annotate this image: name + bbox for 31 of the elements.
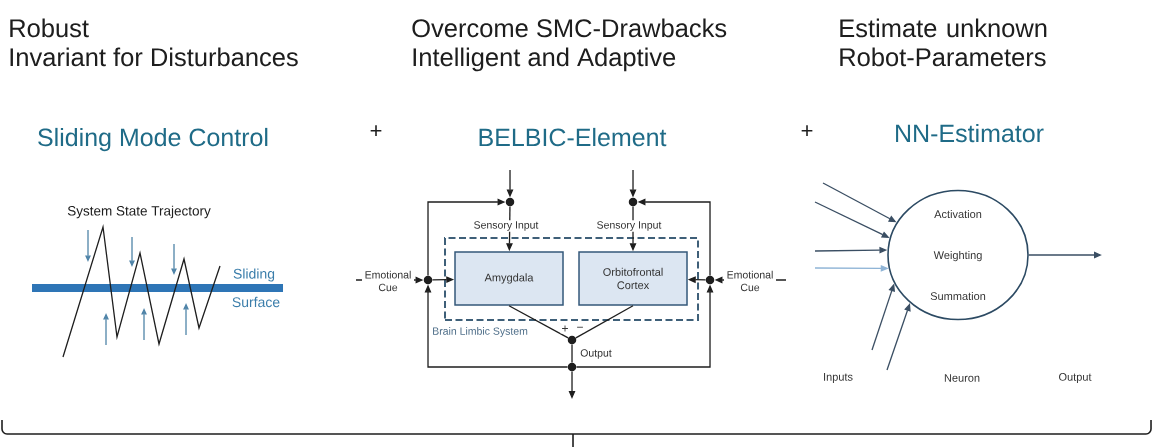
caption-text: Output <box>1059 373 1092 383</box>
feature-text: Robust <box>10 18 89 38</box>
process-box: Amygdala <box>454 251 564 306</box>
neuron-text: Weighting <box>933 250 982 262</box>
neuron-text: Activation <box>934 209 982 219</box>
feature-text: Invariant for Disturbances <box>10 47 298 67</box>
section-title: BELBIC-Element <box>479 127 667 147</box>
edge-label: Output <box>579 348 613 360</box>
group-label: Brain Limbic System <box>433 327 528 337</box>
surface-label: Sliding <box>233 268 275 282</box>
feature-text: Estimate unknown Robot-Parameters <box>840 18 1047 67</box>
feature-text: Intelligent and Adaptive <box>413 47 676 72</box>
surface-label: Surface <box>232 296 280 308</box>
edge-label: Emotional Cue <box>724 269 776 293</box>
feature-text: Overcome SMC-Drawbacks <box>412 18 727 38</box>
edge-label: Sensory Input <box>595 220 663 232</box>
edge-label: Emotional Cue <box>362 269 414 293</box>
neuron-text: Summation <box>930 291 986 301</box>
caption-text: Inputs <box>824 373 853 383</box>
connector-line <box>571 343 573 364</box>
edge-label: − <box>575 325 585 333</box>
edge-label: Sensory Input <box>472 220 540 232</box>
plus-sign: + <box>801 125 813 137</box>
plus-sign: + <box>370 125 382 137</box>
edge-label: + <box>560 324 570 334</box>
caption-text: Neuron <box>944 374 980 382</box>
neuron-circle <box>887 189 1029 321</box>
section-title: NN-Estimator <box>896 123 1044 143</box>
process-box: Orbitofrontal Cortex <box>578 251 688 306</box>
trajectory-label: System State Trajectory <box>67 205 211 219</box>
section-title: Sliding Mode Control <box>38 127 268 152</box>
